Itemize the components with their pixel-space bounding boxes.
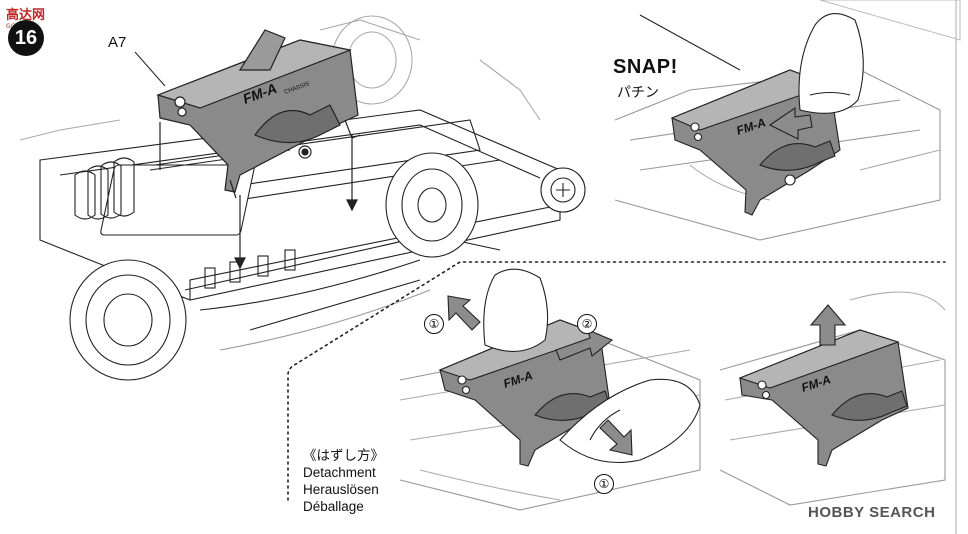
detachment-line-de: Herauslösen: [303, 482, 379, 497]
insertion-guide-arrows: [159, 122, 358, 270]
part-label-a7: A7: [108, 34, 127, 51]
snap-leader-line: [639, 14, 741, 71]
part-label-leader: [134, 51, 166, 87]
watermark-bottom: HOBBY SEARCH: [808, 504, 936, 521]
detachment-caption: 《はずし方》 Detachment Herauslösen Déballage: [303, 447, 384, 515]
detachment-dotted-frame: [287, 261, 946, 501]
corner-line: [819, 0, 961, 41]
detachment-heading-jp: 《はずし方》: [303, 448, 384, 463]
part-a7-cover: FM-A CHASSIS: [156, 29, 361, 199]
detached-result-drawing: FM-A: [719, 291, 946, 506]
step-marker-1-bottom: ①: [594, 474, 614, 494]
watermark-top-text: 高达网: [6, 8, 46, 23]
snap-label: SNAP!: [613, 56, 678, 78]
snap-label-jp: パチン: [617, 84, 659, 100]
main-chassis-drawing: [19, 15, 586, 381]
detachment-step-drawing: FM-A: [399, 268, 701, 511]
step-number-badge: 16: [8, 20, 44, 56]
detachment-line-en: Detachment: [303, 465, 376, 480]
step-marker-2: ②: [577, 314, 597, 334]
step-marker-1-top: ①: [424, 314, 444, 334]
detachment-line-fr: Déballage: [303, 499, 364, 514]
snap-detail-drawing: FM-A: [614, 13, 941, 241]
